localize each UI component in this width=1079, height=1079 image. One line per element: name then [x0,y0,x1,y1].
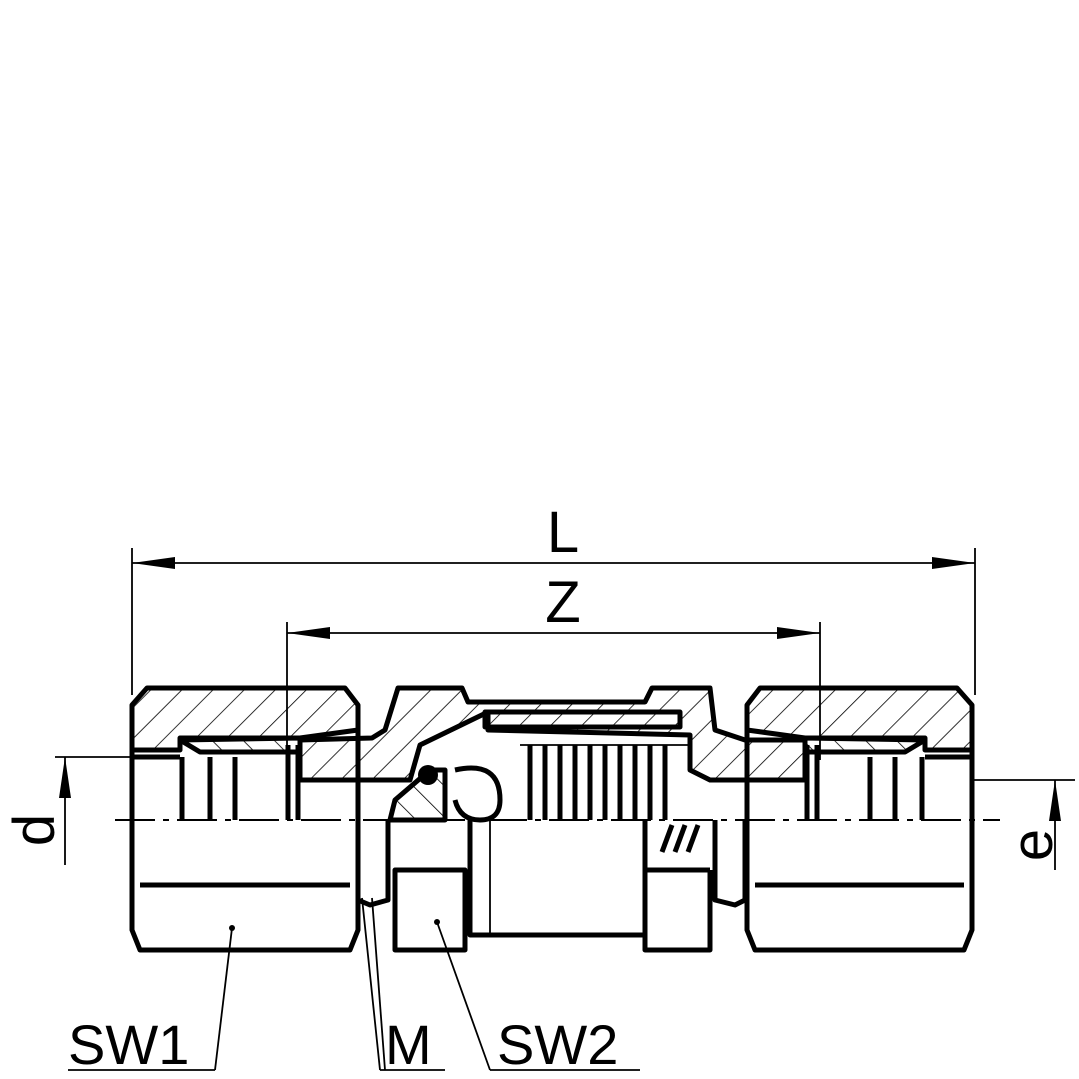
dimension-L: L [131,500,976,695]
spring [520,744,690,820]
label-SW2: SW2 [497,1013,618,1076]
label-d: d [2,814,67,846]
dimension-d: d [2,756,135,865]
label-M: M [385,1013,432,1076]
label-L: L [547,500,579,565]
callout-M: M [361,897,445,1076]
callout-SW2: SW2 [434,919,640,1076]
label-SW1: SW1 [68,1013,189,1076]
label-Z: Z [545,570,580,635]
dimension-Z: Z [286,570,821,760]
callout-SW1: SW1 [68,925,235,1076]
label-e: e [1000,829,1065,861]
valve-body [297,685,808,953]
right-nut [744,685,975,953]
dimension-e: e [970,779,1075,870]
